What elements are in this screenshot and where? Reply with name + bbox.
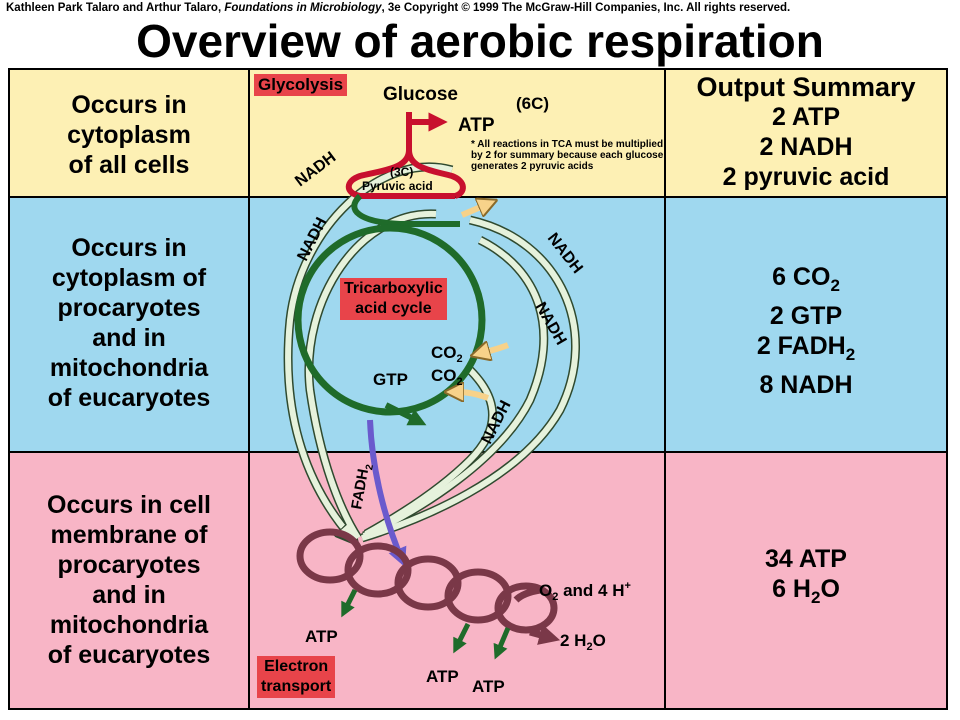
column-divider-left	[248, 70, 250, 708]
oxygen-hydrogen-label: O2 and 4 H+	[539, 580, 631, 603]
atp-output-arrows	[341, 588, 511, 660]
water-label: 2 H2O	[560, 631, 606, 653]
six-carbon-label: (6C)	[516, 94, 549, 113]
pyruvate-link-arrow	[351, 193, 460, 227]
copyright-credit: Kathleen Park Talaro and Arthur Talaro, …	[6, 2, 956, 16]
output-summary-title: Output Summary	[696, 72, 916, 102]
glycolysis-atp-label: ATP	[458, 115, 495, 136]
atp-label-et-2: ATP	[426, 667, 459, 686]
tca-band	[10, 197, 946, 452]
co2-label-2: CO2	[431, 366, 463, 388]
nadh-label-4: NADH	[532, 300, 570, 349]
page-title: Overview of aerobic respiration	[136, 15, 824, 67]
co2-label-1: CO2	[431, 343, 463, 365]
fadh2-label: FADH2	[348, 462, 376, 512]
nadh-arrows	[283, 162, 580, 538]
co2-arrows	[452, 203, 510, 398]
electron-transport-band	[10, 452, 946, 708]
glycolysis-arrow	[345, 112, 466, 199]
atp-label-et-3: ATP	[472, 677, 505, 696]
atp-label-et-1: ATP	[305, 627, 338, 646]
output-electron-transport: 34 ATP 6 H2O	[765, 545, 847, 607]
electron-transport-chain	[296, 528, 561, 645]
column-divider-right	[664, 70, 666, 708]
output-tca: 6 CO2 2 GTP 2 FADH2 8 NADH	[756, 263, 856, 399]
nadh-label-1: NADH	[292, 149, 339, 190]
glycolysis-band	[10, 70, 946, 197]
credit-book-title: Foundations in Microbiology	[224, 2, 382, 14]
nadh-label-5: NADH	[478, 398, 514, 447]
gtp-label: GTP	[373, 370, 408, 389]
tca-footnote: * All reactions in TCA must be multiplie…	[471, 139, 664, 172]
table-frame	[8, 68, 948, 710]
credit-authors: Kathleen Park Talaro and Arthur Talaro,	[6, 2, 225, 14]
row-divider-1	[10, 196, 946, 198]
pyruvic-acid-label: Pyruvic acid	[362, 179, 433, 193]
fadh2-arrow	[367, 419, 407, 568]
tca-cycle-ring	[294, 224, 486, 416]
credit-copyright: , 3e Copyright © 1999 The McGraw-Hill Co…	[381, 2, 791, 14]
gtp-arrow	[384, 402, 427, 426]
glycolysis-stage-label: Glycolysis	[254, 74, 348, 96]
three-carbon-label: (3C)	[390, 165, 413, 179]
glucose-label: Glucose	[383, 84, 458, 105]
